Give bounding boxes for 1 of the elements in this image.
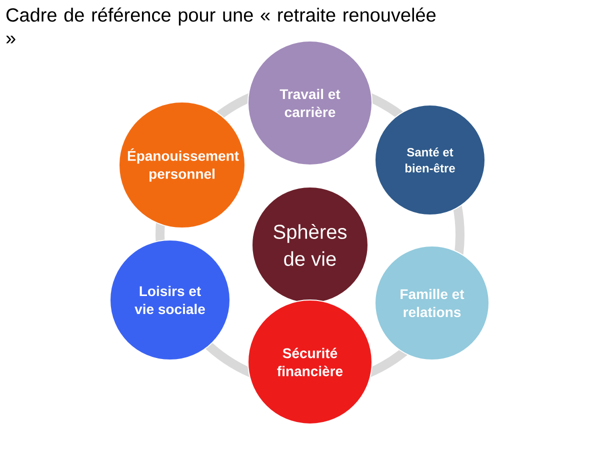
title: Cadre de référence pour une « retraite renouvelée » (6, 8, 436, 44)
